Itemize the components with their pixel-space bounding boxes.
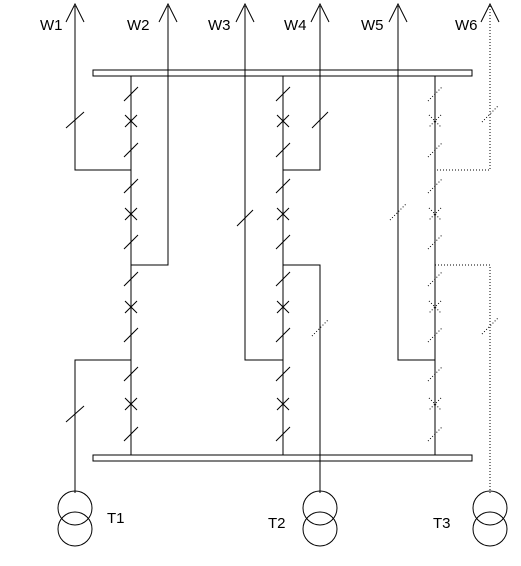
transformer-icon <box>472 511 508 547</box>
disconnector-icon <box>427 86 443 102</box>
breaker-icon <box>124 300 138 314</box>
label-t2: T2 <box>268 515 286 532</box>
disconnector-icon <box>275 142 291 158</box>
arrow-heads <box>65 2 500 23</box>
transformer-icon <box>472 490 508 526</box>
disconnector-icon <box>275 86 291 102</box>
label-t1: T1 <box>107 510 125 527</box>
upper-busbar <box>92 69 473 77</box>
breaker-icon <box>124 207 138 221</box>
w2-feeder-line <box>131 6 169 266</box>
breaker-icon <box>276 114 290 128</box>
bay-2 <box>244 6 321 493</box>
disconnector-icon <box>275 426 291 442</box>
w3-arrow-icon <box>235 2 255 23</box>
transformer-icon <box>302 511 338 547</box>
lower-busbar <box>92 454 473 462</box>
w4-arrow-icon <box>310 2 330 23</box>
w2-arrow-icon <box>158 2 178 23</box>
w3-disconnector-icon <box>236 209 254 227</box>
disconnector-icon <box>427 327 443 343</box>
bay-1 <box>74 6 169 493</box>
disconnector-icon <box>275 234 291 250</box>
disconnector-icon <box>275 366 291 382</box>
label-w2: W2 <box>127 17 150 34</box>
bay-3 <box>397 6 491 493</box>
w6-arrow-icon <box>480 2 500 23</box>
transformer-icon <box>57 490 93 526</box>
w5-feeder-line <box>397 6 435 361</box>
t2-disconnector-icon <box>311 319 329 337</box>
w5-disconnector-icon <box>389 203 407 221</box>
w1-feeder-line <box>74 6 131 171</box>
disconnector-icon <box>123 426 139 442</box>
disconnector-icon <box>123 234 139 250</box>
breaker-symbols <box>124 114 442 411</box>
t2-connection-line <box>283 264 321 493</box>
t1-disconnector-icon <box>65 405 85 423</box>
t1-connection-line <box>74 359 131 493</box>
w4-feeder-line <box>283 6 321 171</box>
label-w6: W6 <box>455 17 478 34</box>
w6-disconnector-icon <box>481 105 499 123</box>
disconnector-symbols <box>65 86 499 442</box>
transformer-icon <box>57 511 93 547</box>
w1-disconnector-icon <box>65 111 85 129</box>
label-w1: W1 <box>40 17 63 34</box>
label-w3: W3 <box>208 17 231 34</box>
disconnector-icon <box>123 327 139 343</box>
disconnector-icon <box>275 178 291 194</box>
disconnector-icon <box>123 178 139 194</box>
breaker-icon <box>124 397 138 411</box>
w6-feeder-line <box>435 6 491 171</box>
t3-disconnector-icon <box>481 317 499 335</box>
disconnector-icon <box>275 271 291 287</box>
disconnector-icon <box>123 271 139 287</box>
disconnector-icon <box>427 426 443 442</box>
transformer-t3 <box>472 490 508 547</box>
transformer-t2 <box>302 490 338 547</box>
label-w4: W4 <box>284 17 307 34</box>
disconnector-icon <box>427 271 443 287</box>
t3-connection-line <box>435 264 491 493</box>
w4-disconnector-icon <box>311 111 329 129</box>
disconnector-icon <box>123 366 139 382</box>
breaker-icon <box>276 397 290 411</box>
breaker-icon <box>276 207 290 221</box>
disconnector-icon <box>427 178 443 194</box>
transformer-icon <box>302 490 338 526</box>
label-t3: T3 <box>433 515 451 532</box>
breaker-icon <box>276 300 290 314</box>
disconnector-icon <box>427 366 443 382</box>
disconnector-icon <box>123 142 139 158</box>
label-w5: W5 <box>361 17 384 34</box>
disconnector-icon <box>275 327 291 343</box>
disconnector-icon <box>123 86 139 102</box>
w3-feeder-line <box>244 6 283 361</box>
w5-arrow-icon <box>388 2 408 23</box>
w1-arrow-icon <box>65 2 85 23</box>
transformer-t1 <box>57 490 93 547</box>
breaker-icon <box>124 114 138 128</box>
disconnector-icon <box>427 234 443 250</box>
disconnector-icon <box>427 142 443 158</box>
